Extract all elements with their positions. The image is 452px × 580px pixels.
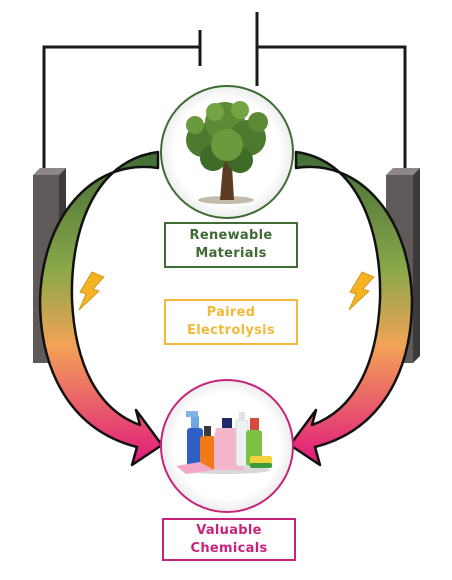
valuable-chemicals-circle [160,379,294,513]
renewable-line1: Renewable [189,228,273,243]
renewable-line2: Materials [195,246,267,261]
valuable-chemicals-label: Valuable Chemicals [162,518,296,561]
battery-icon [198,12,259,86]
right-wire [257,45,407,170]
valuable-line2: Chemicals [190,540,268,556]
renewable-materials-label: Renewable Materials [164,222,298,268]
valuable-line1: Valuable [196,522,262,538]
renewable-materials-circle [160,85,294,219]
right-lightning-bolt-icon [348,271,375,311]
paired-line1: Paired [206,305,256,320]
paired-electrolysis-label: Paired Electrolysis [164,299,298,345]
paired-line2: Electrolysis [187,323,275,338]
right-curved-arrow [288,150,414,467]
circuit-wires [42,45,407,170]
left-curved-arrow [38,150,164,467]
left-wire [42,45,200,170]
tree-icon [186,101,268,204]
chemical-bottles-icon [176,411,272,474]
left-lightning-bolt-icon [78,271,105,311]
